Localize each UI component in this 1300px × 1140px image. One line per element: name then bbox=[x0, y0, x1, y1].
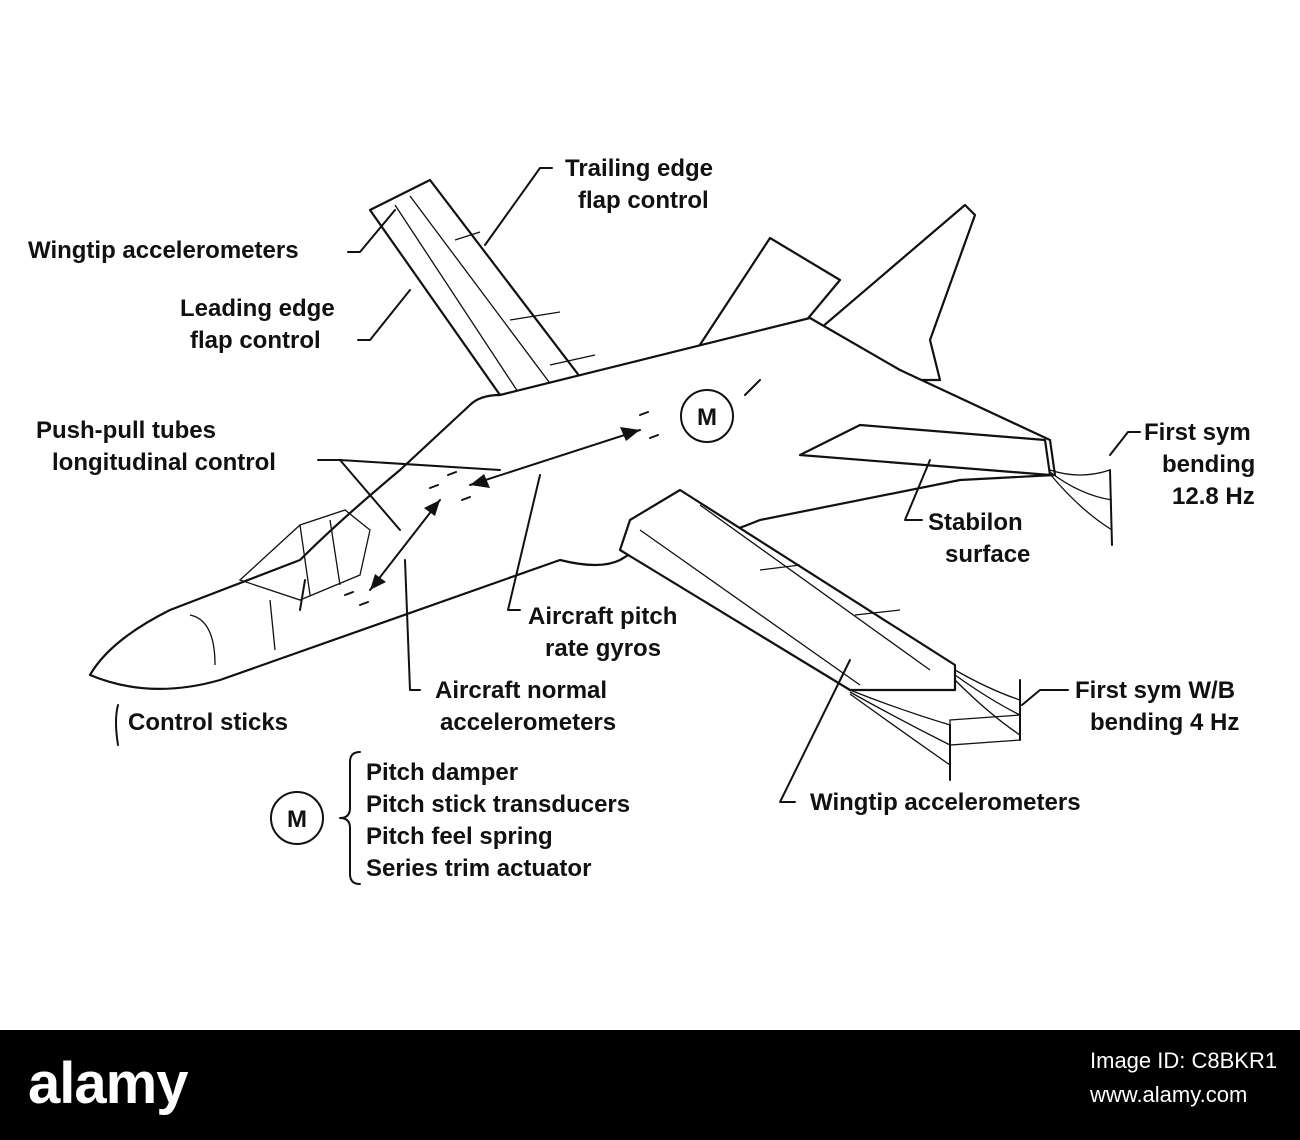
image-id: Image ID: C8BKR1 bbox=[1090, 1048, 1278, 1073]
label-control-sticks: Control sticks bbox=[128, 709, 288, 736]
m-symbol-label: M bbox=[697, 404, 717, 431]
legend-item-1: Pitch damper bbox=[366, 759, 518, 786]
push-pull-arrows bbox=[344, 411, 659, 606]
aircraft-diagram: M Trailing edge flap control Wingtip acc… bbox=[28, 155, 1255, 885]
label-trailing-edge-1: Trailing edge bbox=[565, 155, 713, 182]
label-normal-acc-1: Aircraft normal bbox=[435, 677, 607, 704]
alamy-logo: alamy bbox=[28, 1051, 188, 1116]
label-leading-edge-2: flap control bbox=[190, 327, 321, 354]
m-symbol-aircraft bbox=[680, 389, 734, 443]
label-first-sym-1: First sym bbox=[1144, 419, 1251, 446]
legend-brace bbox=[339, 751, 361, 885]
label-wingtip-acc-top: Wingtip accelerometers bbox=[28, 237, 299, 264]
label-push-pull-2: longitudinal control bbox=[52, 449, 276, 476]
m-symbol-legend bbox=[270, 791, 324, 845]
label-normal-acc-2: accelerometers bbox=[440, 709, 616, 736]
label-wingtip-acc-bottom: Wingtip accelerometers bbox=[810, 789, 1081, 816]
label-stabilon-2: surface bbox=[945, 541, 1030, 568]
right-wing bbox=[618, 488, 957, 692]
label-pitch-gyro-2: rate gyros bbox=[545, 635, 661, 662]
stabilon-surface bbox=[798, 423, 1052, 477]
legend-item-2: Pitch stick transducers bbox=[366, 791, 630, 818]
fuselage bbox=[88, 316, 1057, 690]
label-wb-2: bending 4 Hz bbox=[1090, 709, 1239, 736]
label-first-sym-2: bending bbox=[1162, 451, 1255, 478]
wingtip-bending-lines bbox=[849, 669, 1021, 781]
footer-url: www.alamy.com bbox=[1090, 1082, 1248, 1107]
legend: M Pitch damper Pitch stick transducers P… bbox=[270, 751, 630, 885]
label-leading-edge-1: Leading edge bbox=[180, 295, 335, 322]
watermark-footer: alamy Image ID: C8BKR1 www.alamy.com bbox=[0, 1030, 1300, 1140]
left-wing bbox=[368, 178, 592, 397]
leader-lines bbox=[317, 167, 1141, 803]
legend-symbol: M bbox=[287, 806, 307, 833]
legend-item-4: Series trim actuator bbox=[366, 855, 591, 882]
legend-item-3: Pitch feel spring bbox=[366, 823, 553, 850]
control-stick-icon bbox=[299, 579, 306, 611]
label-stabilon-1: Stabilon bbox=[928, 509, 1023, 536]
label-push-pull-1: Push-pull tubes bbox=[36, 417, 216, 444]
stabilon-bending-lines bbox=[1049, 469, 1113, 546]
label-wb-1: First sym W/B bbox=[1075, 677, 1235, 704]
label-first-sym-3: 12.8 Hz bbox=[1172, 483, 1255, 510]
label-trailing-edge-2: flap control bbox=[578, 187, 709, 214]
label-pitch-gyro-1: Aircraft pitch bbox=[528, 603, 677, 630]
